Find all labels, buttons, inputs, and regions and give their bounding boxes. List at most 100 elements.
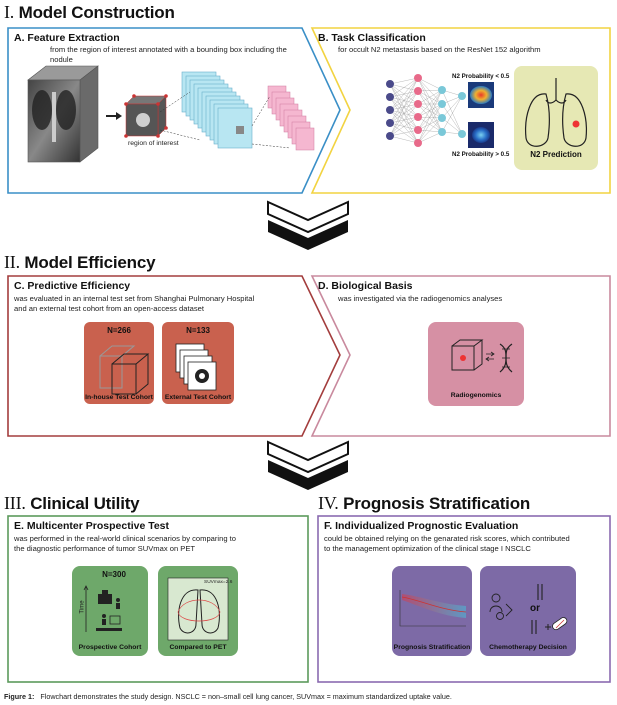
inhouse-label: In-house Test Cohort xyxy=(85,394,153,401)
panel-d-frame xyxy=(310,275,611,437)
panel-f-frame xyxy=(317,515,611,683)
nn-node xyxy=(386,106,394,114)
nn-connection xyxy=(417,89,443,144)
cube-icon xyxy=(99,345,150,395)
n2-prediction-box xyxy=(514,66,598,170)
nn-connection xyxy=(441,95,463,119)
section-title-model-construction: I. Model Construction xyxy=(4,2,175,22)
time-label: Time xyxy=(79,600,86,614)
nn-node xyxy=(414,126,422,134)
nn-node xyxy=(458,92,466,100)
nn-connection xyxy=(389,129,419,137)
pill-icon xyxy=(552,617,568,631)
nn-connection xyxy=(417,89,443,92)
nn-connection xyxy=(389,77,419,85)
nn-node xyxy=(438,114,446,122)
nn-connection xyxy=(417,117,443,144)
person-icon xyxy=(96,598,122,631)
nn-node xyxy=(438,100,446,108)
section-title-prognosis-stratification: IV. Prognosis Stratification xyxy=(318,493,531,513)
nn-connection xyxy=(417,89,443,131)
pooled-feature-maps-icon xyxy=(267,85,315,151)
prospective-label: Prospective Cohort xyxy=(78,644,142,651)
nn-connection xyxy=(417,90,443,133)
nn-node xyxy=(438,128,446,136)
doctor-patient-icon xyxy=(489,593,513,620)
nn-connection xyxy=(417,89,443,105)
panel-e-desc: was performed in the real-world clinical… xyxy=(14,534,237,553)
prob-high-label: N2 Probability > 0.5 xyxy=(452,151,510,158)
nn-connection xyxy=(441,95,463,133)
panel-c-frame xyxy=(7,275,341,437)
dna-icon xyxy=(499,343,513,373)
nn-node xyxy=(386,119,394,127)
nn-connection xyxy=(389,77,419,124)
n2-prediction-label: N2 Prediction xyxy=(530,150,582,159)
panel-c-title: C. Predictive Efficiency xyxy=(14,280,131,292)
nn-connection xyxy=(441,89,463,135)
surgery-tools-icon xyxy=(531,584,543,634)
nn-node xyxy=(414,113,422,121)
panel-b-desc: for occult N2 metastasis based on the Re… xyxy=(338,45,541,54)
prospective-n: N=300 xyxy=(102,570,126,579)
chevron-down-icon xyxy=(267,440,349,490)
prognosis-stratification-box xyxy=(392,566,472,656)
nn-connection xyxy=(417,103,443,144)
prognosis-label: Prognosis Stratification xyxy=(393,644,471,651)
suv-label: SUVmax=2.6 xyxy=(204,580,233,585)
section-title-model-efficiency: II. Model Efficiency xyxy=(4,252,156,272)
nn-node xyxy=(438,86,446,94)
roi-label: region of interest xyxy=(128,140,179,147)
nn-connection xyxy=(417,103,443,119)
prob-low-label: N2 Probability < 0.5 xyxy=(452,73,510,80)
nn-connection xyxy=(417,77,443,105)
section-title-clinical-utility: III. Clinical Utility xyxy=(4,493,140,513)
panel-d-title: D. Biological Basis xyxy=(318,280,413,292)
nn-connection xyxy=(389,116,419,137)
panel-e-frame xyxy=(7,515,309,683)
nn-connection xyxy=(417,90,443,105)
or-label: or xyxy=(530,603,540,614)
prospective-cohort-box xyxy=(72,566,148,656)
nn-connection xyxy=(417,89,443,118)
nn-node xyxy=(386,93,394,101)
nn-connection xyxy=(417,77,443,133)
chemotherapy-decision-box xyxy=(480,566,576,656)
nn-connection xyxy=(417,129,443,133)
nn-connection xyxy=(389,77,419,111)
survival-curve-icon xyxy=(399,590,467,627)
roi-bounding-box-icon xyxy=(124,94,168,138)
nn-node xyxy=(414,74,422,82)
nn-connection xyxy=(389,103,419,137)
nn-node xyxy=(386,132,394,140)
pet-scan-icon xyxy=(167,577,229,641)
exchange-arrows-icon xyxy=(485,351,495,362)
panel-b-title: B. Task Classification xyxy=(318,32,426,44)
panel-d-desc: was investigated via the radiogenomics a… xyxy=(338,294,503,303)
hospital-icon xyxy=(98,590,112,604)
cube-icon xyxy=(451,339,484,371)
nn-connection xyxy=(389,90,419,137)
panel-b-frame xyxy=(310,27,611,194)
external-n: N=133 xyxy=(186,326,210,335)
feature-maps-stack-icon xyxy=(181,71,253,149)
panel-a-desc: from the region of interest annotated wi… xyxy=(50,45,287,64)
lungs-icon xyxy=(525,78,587,147)
time-axis-icon xyxy=(83,585,89,632)
nn-connection xyxy=(417,103,443,118)
image-stack-icon xyxy=(175,343,217,391)
nn-connection xyxy=(417,116,443,133)
nn-connection xyxy=(441,117,463,135)
chevron-down-icon xyxy=(267,200,349,250)
chemo-label: Chemotherapy Decision xyxy=(489,644,567,651)
nn-connection xyxy=(417,117,443,131)
nn-connection xyxy=(417,90,443,119)
panel-a-frame xyxy=(7,27,341,194)
panel-f-title: F. Individualized Prognostic Evaluation xyxy=(324,520,519,532)
nn-node xyxy=(414,139,422,147)
radiogenomics-box xyxy=(428,322,524,406)
radiogenomics-label: Radiogenomics xyxy=(450,392,502,399)
panel-a-title: A. Feature Extraction xyxy=(14,32,120,44)
neural-network-icon xyxy=(386,74,466,147)
